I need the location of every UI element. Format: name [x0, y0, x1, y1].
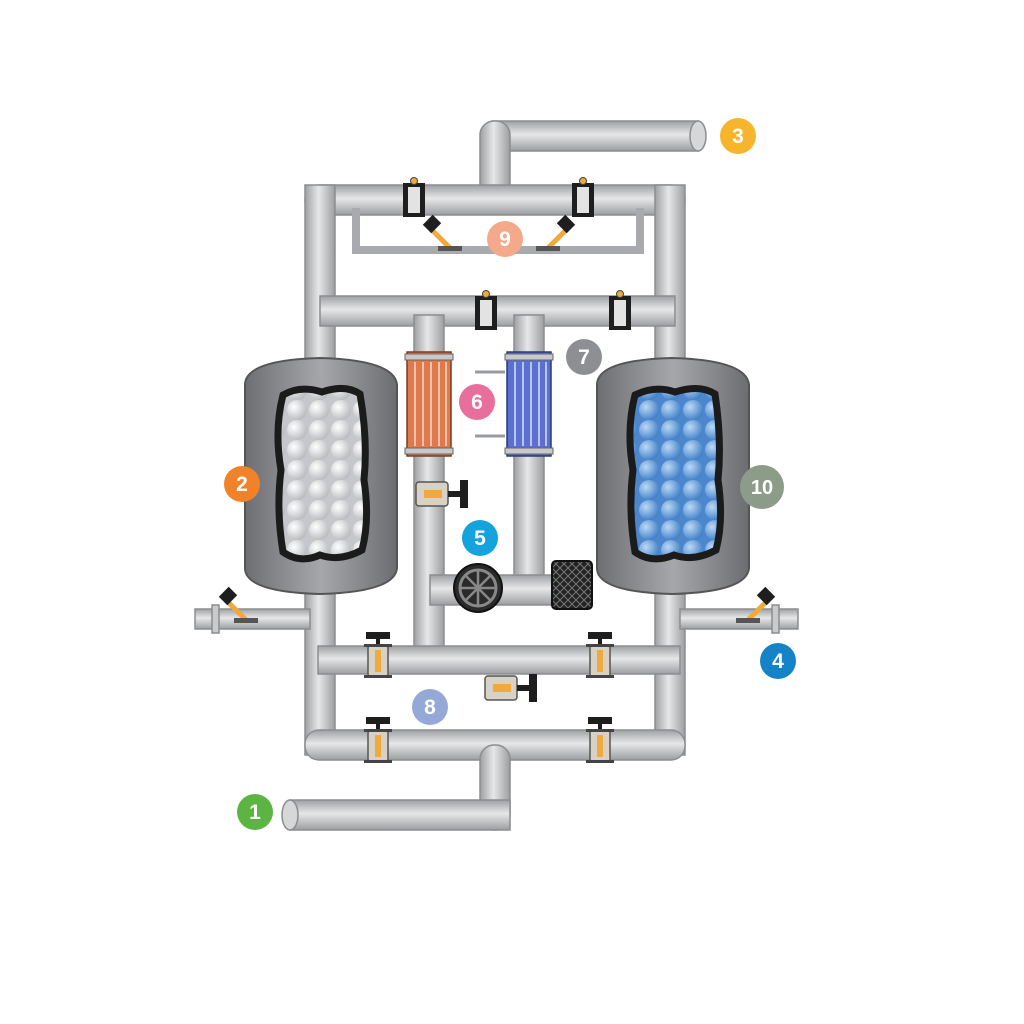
- lower-valve-bottom-left: [364, 717, 392, 763]
- lower-valve-bottom-right: [586, 717, 614, 763]
- right-tower-vessel: [596, 356, 750, 596]
- marker-cooler-label: 7: [578, 346, 590, 369]
- marker-cooler: 7: [566, 339, 602, 375]
- marker-outlet-badge: [720, 118, 756, 154]
- marker-outlet: 3: [720, 118, 756, 154]
- marker-right-tower-badge: [740, 465, 784, 509]
- upper-header-top: [304, 184, 686, 216]
- valves: [218, 177, 776, 763]
- right-outer-riser: [654, 184, 686, 371]
- marker-left-tower-badge: [224, 466, 260, 502]
- marker-heater-badge: [459, 384, 495, 420]
- right-desiccant-bed: [626, 385, 725, 563]
- left-desiccant-bed: [274, 385, 371, 563]
- outlet-pipe-end: [689, 120, 707, 152]
- marker-blower: 5: [462, 520, 498, 556]
- marker-purge-valves-label: 9: [499, 228, 511, 251]
- marker-inlet-label: 1: [249, 801, 261, 824]
- right-exhaust-valve: [736, 586, 776, 623]
- marker-blower-badge: [462, 520, 498, 556]
- marker-left-tower: 2: [224, 466, 260, 502]
- marker-left-tower-label: 2: [236, 473, 248, 496]
- inlet-pipe-horizontal: [289, 799, 511, 831]
- marker-blower-label: 5: [474, 527, 486, 550]
- left-tower-vessel: [244, 356, 398, 596]
- marker-heater: 6: [459, 384, 495, 420]
- purge-valve-left: [422, 214, 462, 251]
- right-exhaust-flange: [771, 604, 780, 634]
- marker-exhaust-badge: [760, 643, 796, 679]
- outlet-pipe-horizontal: [491, 120, 699, 152]
- cooler-unit: [475, 351, 554, 457]
- marker-outlet-label: 3: [732, 125, 744, 148]
- marker-cooler-badge: [566, 339, 602, 375]
- left-outer-riser: [304, 184, 336, 371]
- inlet-filter: [551, 560, 593, 610]
- top-right-check-valve: [572, 177, 594, 217]
- lower-valve-upper-right: [586, 632, 614, 678]
- heater-control-valve: [415, 480, 468, 508]
- lower-valve-upper-left: [364, 632, 392, 678]
- marker-exhaust-label: 4: [772, 650, 784, 673]
- marker-right-tower-label: 10: [751, 477, 773, 499]
- top-left-check-valve: [403, 177, 425, 217]
- markers: 1 2 3 4 5 6 7 8 9 10: [224, 118, 796, 830]
- marker-lower-valves-label: 8: [424, 696, 436, 719]
- heater-unit: [404, 351, 454, 457]
- cooler-fins: [475, 370, 505, 438]
- marker-lower-valves: 8: [412, 689, 448, 725]
- marker-heater-label: 6: [471, 391, 483, 414]
- marker-right-tower: 10: [740, 465, 784, 509]
- left-exhaust-flange: [211, 604, 220, 634]
- middle-left-check-valve: [475, 290, 497, 330]
- marker-inlet: 1: [237, 794, 273, 830]
- marker-purge-valves-badge: [487, 221, 523, 257]
- inlet-pipe-end: [281, 799, 299, 831]
- left-exhaust-valve: [218, 586, 258, 623]
- blower: [453, 563, 503, 613]
- bypass-control-valve: [484, 674, 537, 702]
- marker-exhaust: 4: [760, 643, 796, 679]
- marker-lower-valves-badge: [412, 689, 448, 725]
- purge-valve-right: [536, 214, 576, 251]
- middle-right-check-valve: [609, 290, 631, 330]
- marker-inlet-badge: [237, 794, 273, 830]
- marker-purge-valves: 9: [487, 221, 523, 257]
